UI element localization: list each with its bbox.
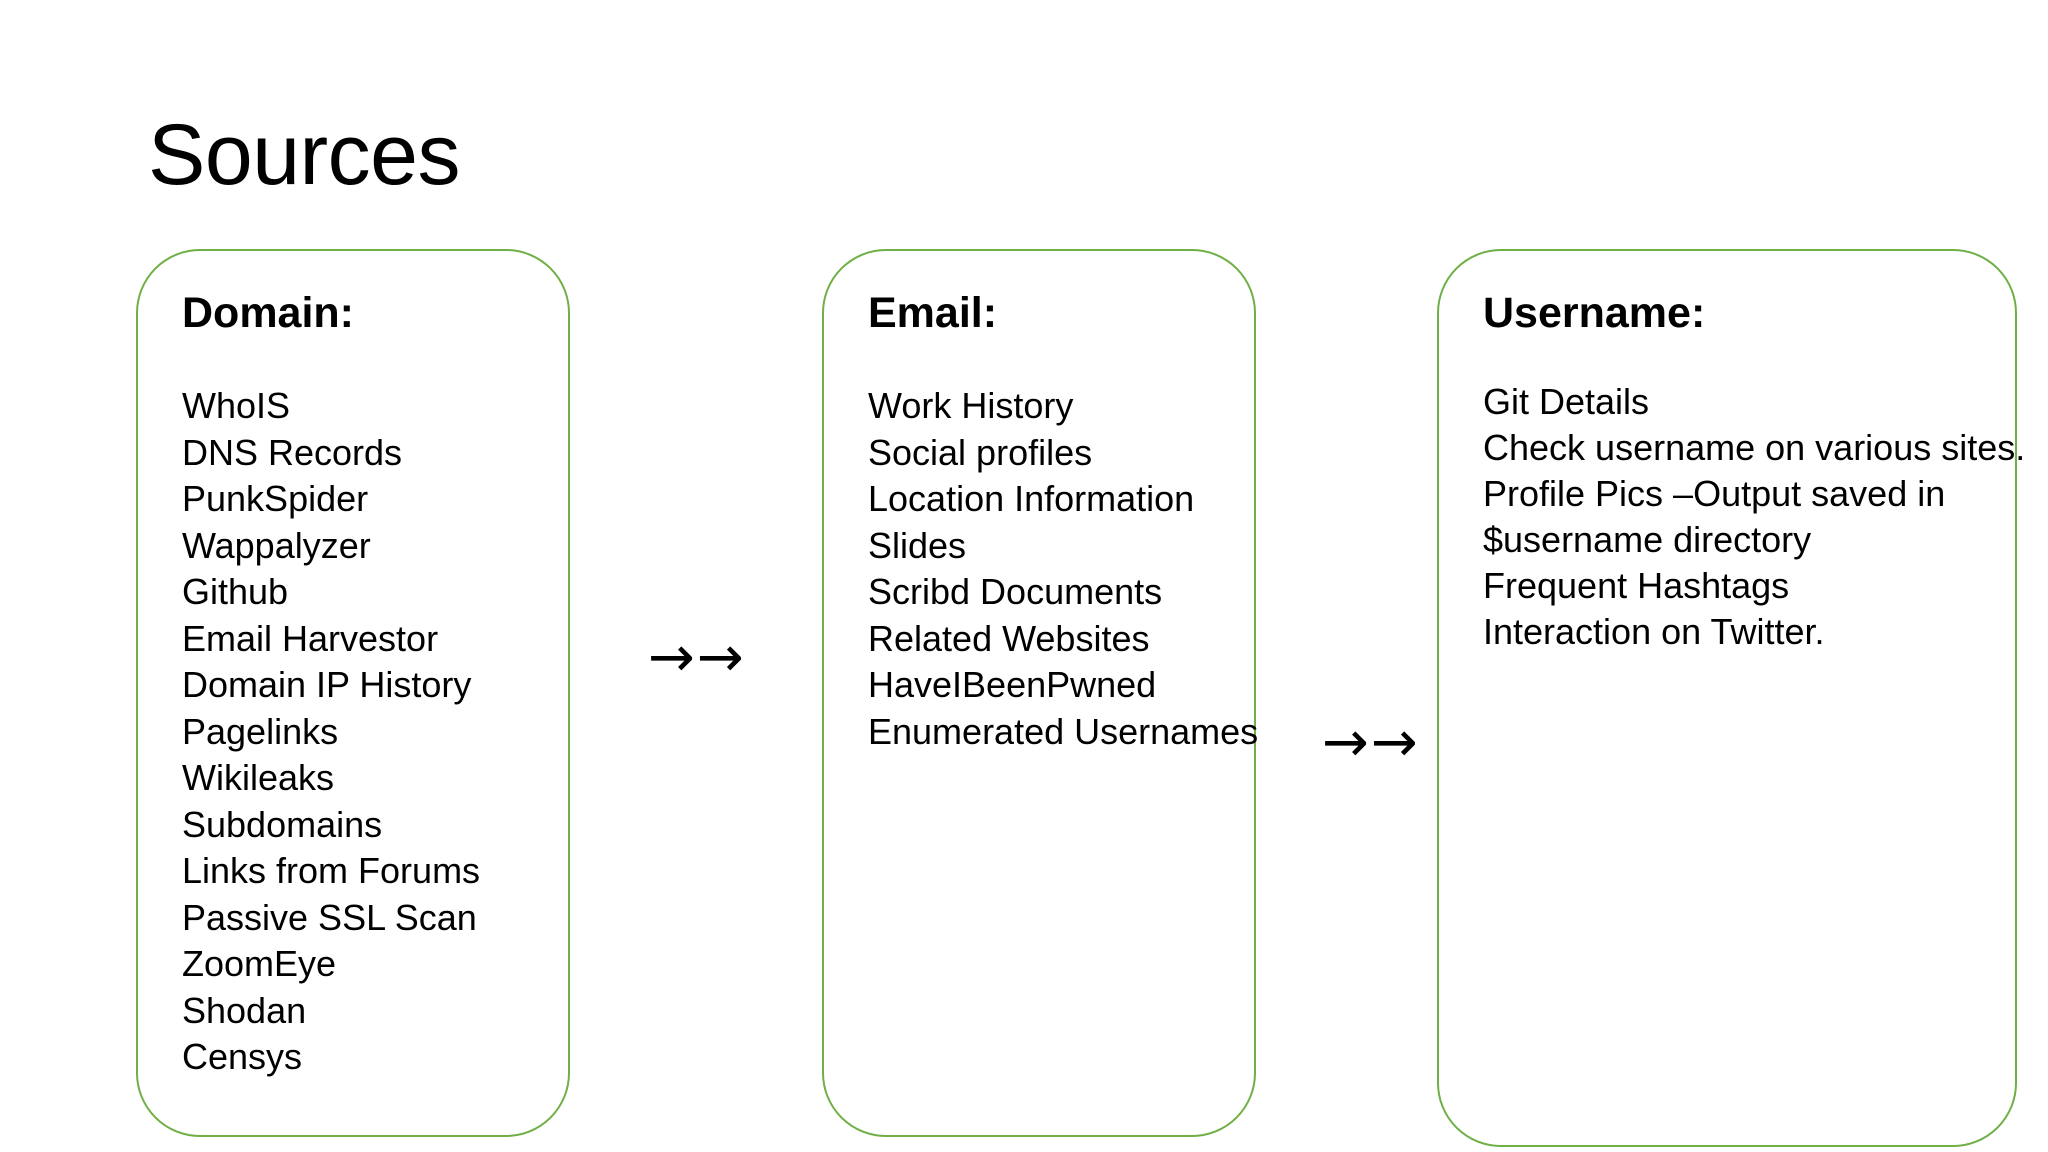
page-title: Sources: [148, 107, 461, 203]
list-item: Social profiles: [868, 431, 1093, 473]
list-item: Pagelinks: [182, 710, 339, 752]
list-item: Work History: [868, 385, 1074, 427]
list-item: Enumerated Usernames: [868, 710, 1259, 752]
list-item: Links from Forums: [182, 850, 481, 892]
list-item: Location Information: [868, 478, 1195, 520]
list-item: Email Harvestor: [182, 617, 439, 659]
panel-username-content: Username: Git Details Check username on …: [1483, 289, 2026, 655]
list-item: Check username on various sites.: [1483, 427, 2026, 469]
panel-domain-list: WhoIS DNS Records PunkSpider Wappalyzer …: [182, 383, 558, 1081]
panel-email-list: Work History Social profiles Location In…: [868, 383, 1259, 755]
list-item: PunkSpider: [182, 478, 369, 520]
list-item: Frequent Hashtags: [1483, 565, 1790, 607]
arrow-right-icon: →→: [1322, 710, 1420, 775]
panel-email: Email: Work History Social profiles Loca…: [822, 249, 1259, 1137]
list-item: DNS Records: [182, 431, 403, 473]
panel-email-content: Email: Work History Social profiles Loca…: [868, 289, 1259, 755]
list-item: Censys: [182, 1036, 303, 1078]
list-item: WhoIS: [182, 385, 291, 427]
list-item: Profile Pics –Output saved in: [1483, 473, 1946, 515]
list-item: Domain IP History: [182, 664, 472, 706]
panel-username: Username: Git Details Check username on …: [1437, 249, 2026, 1147]
list-item: Github: [182, 571, 289, 613]
list-item: Slides: [868, 524, 967, 566]
list-item: Shodan: [182, 989, 307, 1031]
list-item: Subdomains: [182, 803, 383, 845]
list-item: $username directory: [1483, 519, 1812, 561]
list-item: Wikileaks: [182, 757, 335, 799]
panel-username-list: Git Details Check username on various si…: [1483, 379, 2026, 655]
arrow-right-icon: →→: [648, 625, 746, 690]
list-item: Git Details: [1483, 381, 1650, 423]
panel-email-heading: Email:: [868, 289, 998, 337]
list-item: Scribd Documents: [868, 571, 1163, 613]
list-item: HaveIBeenPwned: [868, 664, 1157, 706]
list-item: ZoomEye: [182, 943, 337, 985]
panel-username-heading: Username:: [1483, 289, 1706, 337]
list-item: Interaction on Twitter.: [1483, 611, 1825, 653]
panel-domain-heading: Domain:: [182, 289, 354, 337]
panel-domain: Domain: WhoIS DNS Records PunkSpider Wap…: [136, 249, 570, 1137]
list-item: Related Websites: [868, 617, 1150, 659]
list-item: Wappalyzer: [182, 524, 371, 566]
panel-domain-content: Domain: WhoIS DNS Records PunkSpider Wap…: [182, 289, 558, 1081]
list-item: Passive SSL Scan: [182, 896, 477, 938]
